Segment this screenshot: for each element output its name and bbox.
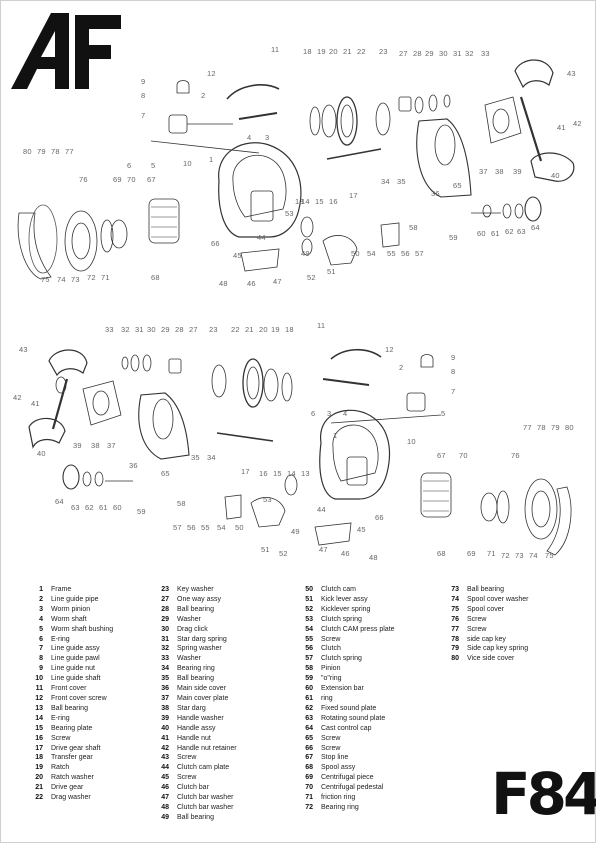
exploded-view-top (17, 59, 575, 280)
legend-row: 59"o"ring (305, 675, 342, 683)
af-logo (11, 13, 121, 89)
model-name: F84 (491, 757, 596, 831)
model-name-text: F84 (491, 760, 596, 828)
exploded-view-bottom (28, 348, 572, 556)
